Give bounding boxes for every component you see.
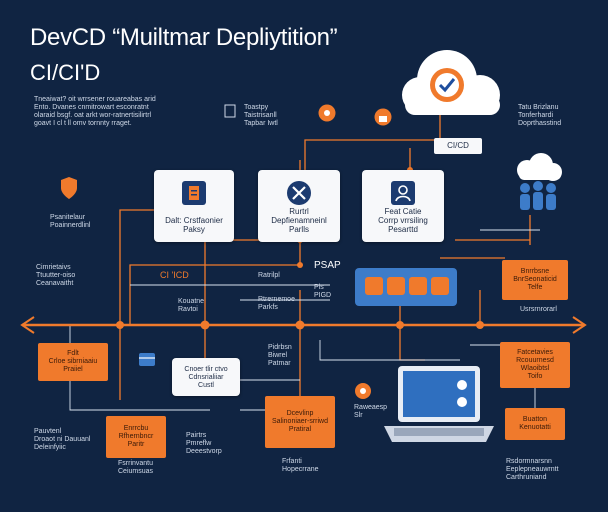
rutr-label: Ratrilpl (258, 272, 280, 279)
right-note: Tatu Brizlanu Tonferhardi Doprthasstind (518, 104, 562, 127)
arrowhead-left-icon (20, 316, 35, 334)
connector-line (119, 209, 155, 325)
people-cloud-icon (517, 153, 562, 210)
pipeline-step-icon (431, 277, 449, 295)
mid-label-4: Raweaesp Slr (354, 404, 388, 419)
cloud-icon (402, 50, 500, 115)
orange-box-2[interactable]: Bnrrbsne BnrSeonaticid Telfe (502, 260, 568, 300)
user-icon (391, 181, 415, 205)
pipeline-node (396, 321, 404, 329)
bottom-label-left: Pauvtenl Droaot ni Dauuanl Deleinfyiic (34, 428, 91, 451)
lock-icon (374, 108, 392, 126)
pipeline-bar[interactable] (355, 268, 457, 306)
connector-line (304, 110, 441, 180)
card-label: Dalt: Crstfaonier Paksy (165, 216, 223, 234)
wrench-icon (287, 181, 311, 205)
card-deployment-paths[interactable]: Rurtrl Depfienamneinl Parlls (258, 170, 340, 242)
mid-label-2: Rtrernemoe Parkfs (258, 296, 295, 311)
pipeline-node (200, 320, 210, 330)
shield-icon (61, 177, 77, 199)
document-icon (182, 181, 206, 205)
package-icon (139, 353, 155, 366)
card-label: Rurtrl Depfienamneinl Parlls (271, 207, 327, 234)
mid-label-1: Kouatne Ravtoi (178, 298, 205, 313)
bottom-label-mid1: Pairtrs Pmreflw Deeestvorp (186, 432, 222, 455)
ps-sub-label: Pls PIGD (314, 284, 332, 299)
bottom-label-center: Frfanti Hopecrrane (282, 458, 319, 473)
cicd-label: CI/CD (434, 138, 482, 154)
white-config-box[interactable]: Cnoer tlir ctvo Cdnsrialiiar Custl (172, 358, 240, 396)
orange-box-1[interactable]: Fdlt Crloe sibrniaaiu Praiiel (38, 343, 108, 381)
orange-box-3[interactable]: Fatcetavies Rcouurnesd Wlaoibtsl Toifo (500, 342, 570, 388)
orange-box-6[interactable]: Buatton Kenuotatti (505, 408, 565, 440)
arrowhead-right-icon (572, 316, 587, 334)
connector-line (204, 239, 300, 325)
diagram-subtitle: CI/CI'D (30, 60, 101, 85)
pipeline-node (116, 321, 124, 329)
pipeline-node (297, 262, 303, 268)
connector-line (399, 325, 425, 361)
connector-line (319, 340, 460, 361)
left-label-a: Psanitelaur Poainnerdlinl (50, 214, 91, 229)
pipeline-step-icon (387, 277, 405, 295)
pipeline-step-icon (409, 277, 427, 295)
pipeline-step-icon (365, 277, 383, 295)
ci-tag-label: CI 'ICD (160, 270, 189, 280)
gear-icon (318, 104, 336, 122)
card-feature-versioning[interactable]: Feat Catie Corrp vrrsiling Pesarttd (362, 170, 444, 242)
cloud-note: Toastpy Taistrisanll Tapbar Iwtl (244, 104, 278, 127)
right-low-label: Usrsrnrorarl (520, 306, 557, 313)
left-label-b: Cimrietaivs Ttuutter-oiso Ceanavaitht (36, 264, 76, 287)
orange-box-4[interactable]: Enrrcbu Rfhernbncr Paritr (106, 416, 166, 458)
bottom-label-right: Rsdormnarsnn Eeplepneauwrntt Carthrunian… (506, 458, 559, 481)
mid-label-3: Pidrbsn Biwrel Patmar (268, 344, 292, 367)
document-icon (224, 104, 236, 118)
diagram-title: DevCD “Muiltmar Depliytition” (30, 24, 338, 51)
card-config-policy[interactable]: Dalt: Crstfaonier Paksy (154, 170, 234, 242)
pipeline-node (476, 321, 484, 329)
pipeline-node (295, 320, 305, 330)
gear-icon (355, 383, 371, 399)
bottom-label-mid2: Fsrrinvantu Ceiumsuas (118, 460, 154, 475)
laptop-icon[interactable] (384, 362, 494, 446)
card-label: Feat Catie Corrp vrrsiling Pesarttd (378, 207, 428, 234)
intro-text: Tneaiwat? oit wrrsener rouareabas arid E… (34, 96, 156, 127)
orange-box-5[interactable]: Dcevlinp Salinoniaer-srriwd Pratiral (265, 396, 335, 448)
ps-ap-label: PSAP (314, 260, 341, 271)
